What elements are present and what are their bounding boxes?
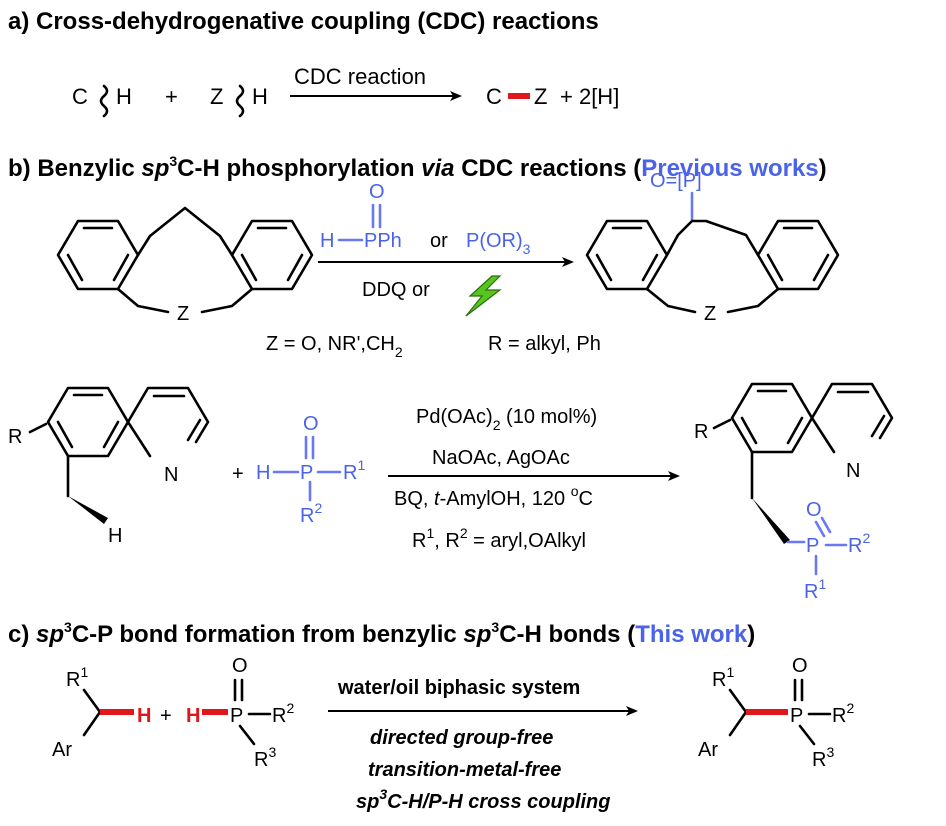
svg-text:R1: R1 <box>712 664 734 691</box>
phosphine-oxide-substrate: H P O R2 R3 <box>186 655 294 771</box>
reactant-c-h-label: H <box>116 84 132 109</box>
reactant-z-label: Z <box>210 84 223 109</box>
plus-sign: + <box>160 705 172 727</box>
r-label: R <box>8 426 22 448</box>
section-b-title: b) Benzylic sp3C-H phosphorylation via C… <box>8 153 827 182</box>
reagent-por-label: P(OR)3 <box>466 230 531 257</box>
arrowhead-icon <box>626 706 638 716</box>
arrowhead-icon <box>562 257 574 267</box>
svg-text:P: P <box>230 705 243 727</box>
wavy-bond-icon <box>99 84 109 118</box>
byproduct-label: + 2[H] <box>560 84 619 109</box>
wavy-bond-icon <box>235 84 245 118</box>
cond-biphasic-label: water/oil biphasic system <box>337 677 580 699</box>
quinoline-reactant: R N H <box>8 386 210 547</box>
svg-text:R2: R2 <box>300 500 322 527</box>
svg-text:H: H <box>256 462 270 484</box>
svg-text:R1: R1 <box>804 576 826 603</box>
quinoline-product: R N P O R2 R1 <box>694 382 894 603</box>
benzylic-substrate: R1 H Ar <box>52 664 151 761</box>
ddq-label: DDQ or <box>362 279 430 301</box>
phosphine-oxide-reagent: O H P R1 R2 <box>256 413 365 527</box>
svg-text:O: O <box>806 499 822 521</box>
n-label: N <box>164 464 178 486</box>
svg-text:O: O <box>232 655 248 677</box>
cond-tm-free-label: transition-metal-free <box>368 759 561 781</box>
cond-naoac-label: NaOAc, AgOAc <box>432 447 570 469</box>
section-a-title: a) Cross-dehydrogenative coupling (CDC) … <box>8 8 599 35</box>
z-label: Z <box>177 303 189 325</box>
reagent-or-label: or <box>430 230 448 252</box>
scope-r-label: R = alkyl, Ph <box>488 333 601 355</box>
svg-text:O: O <box>303 413 319 435</box>
svg-text:H: H <box>186 705 200 727</box>
cond-directed-label: directed group-free <box>370 727 553 749</box>
svg-text:P: P <box>790 705 803 727</box>
svg-text:R1: R1 <box>66 664 88 691</box>
svg-text:P: P <box>806 535 819 557</box>
scope-z-label: Z = O, NR',CH2 <box>266 333 403 360</box>
reagent-h-label: H <box>320 230 334 252</box>
h-label: H <box>108 525 122 547</box>
reagent-pph-label: PPh <box>364 230 402 252</box>
reactant-c-label: C <box>72 84 88 109</box>
svg-text:H: H <box>137 705 151 727</box>
xanthene-product: O=[P] Z <box>585 170 840 325</box>
product-c-label: C <box>486 84 502 109</box>
xanthene-reactant: Z <box>56 206 314 325</box>
svg-text:R1: R1 <box>343 457 365 484</box>
cond-coupling-label: sp3C-H/P-H cross coupling <box>356 786 611 813</box>
svg-text:Ar: Ar <box>698 739 718 761</box>
cond-bq-label: BQ, t-AmylOH, 120 oC <box>394 483 593 510</box>
svg-text:R2: R2 <box>832 700 854 727</box>
lightning-icon <box>465 275 502 317</box>
plus-sign: + <box>232 463 244 485</box>
svg-text:N: N <box>846 460 860 482</box>
cond-pd-label: Pd(OAc)2 (10 mol%) <box>416 406 597 433</box>
svg-text:Ar: Ar <box>52 739 72 761</box>
reactant-z-h-label: H <box>252 84 268 109</box>
product-z-label: Z <box>534 84 547 109</box>
c-p-product: R1 Ar P O R2 R3 <box>698 655 854 771</box>
double-bond <box>371 203 382 229</box>
product-op-label: O=[P] <box>650 170 702 192</box>
svg-text:R3: R3 <box>254 744 276 771</box>
svg-text:R3: R3 <box>812 744 834 771</box>
svg-text:R2: R2 <box>848 530 870 557</box>
svg-text:R: R <box>694 421 708 443</box>
arrowhead-icon <box>450 91 462 101</box>
arrowhead-icon <box>668 471 680 481</box>
plus-sign: + <box>165 84 178 109</box>
svg-text:P: P <box>300 462 313 484</box>
z-label: Z <box>704 303 716 325</box>
cond-r-label: R1, R2 = aryl,OAlkyl <box>412 525 586 552</box>
section-c-title: c) sp3C-P bond formation from benzylic s… <box>8 619 755 648</box>
reagent-o-label: O <box>369 181 385 203</box>
svg-text:R2: R2 <box>272 700 294 727</box>
cdc-arrow-label: CDC reaction <box>294 64 426 89</box>
svg-text:O: O <box>792 655 808 677</box>
